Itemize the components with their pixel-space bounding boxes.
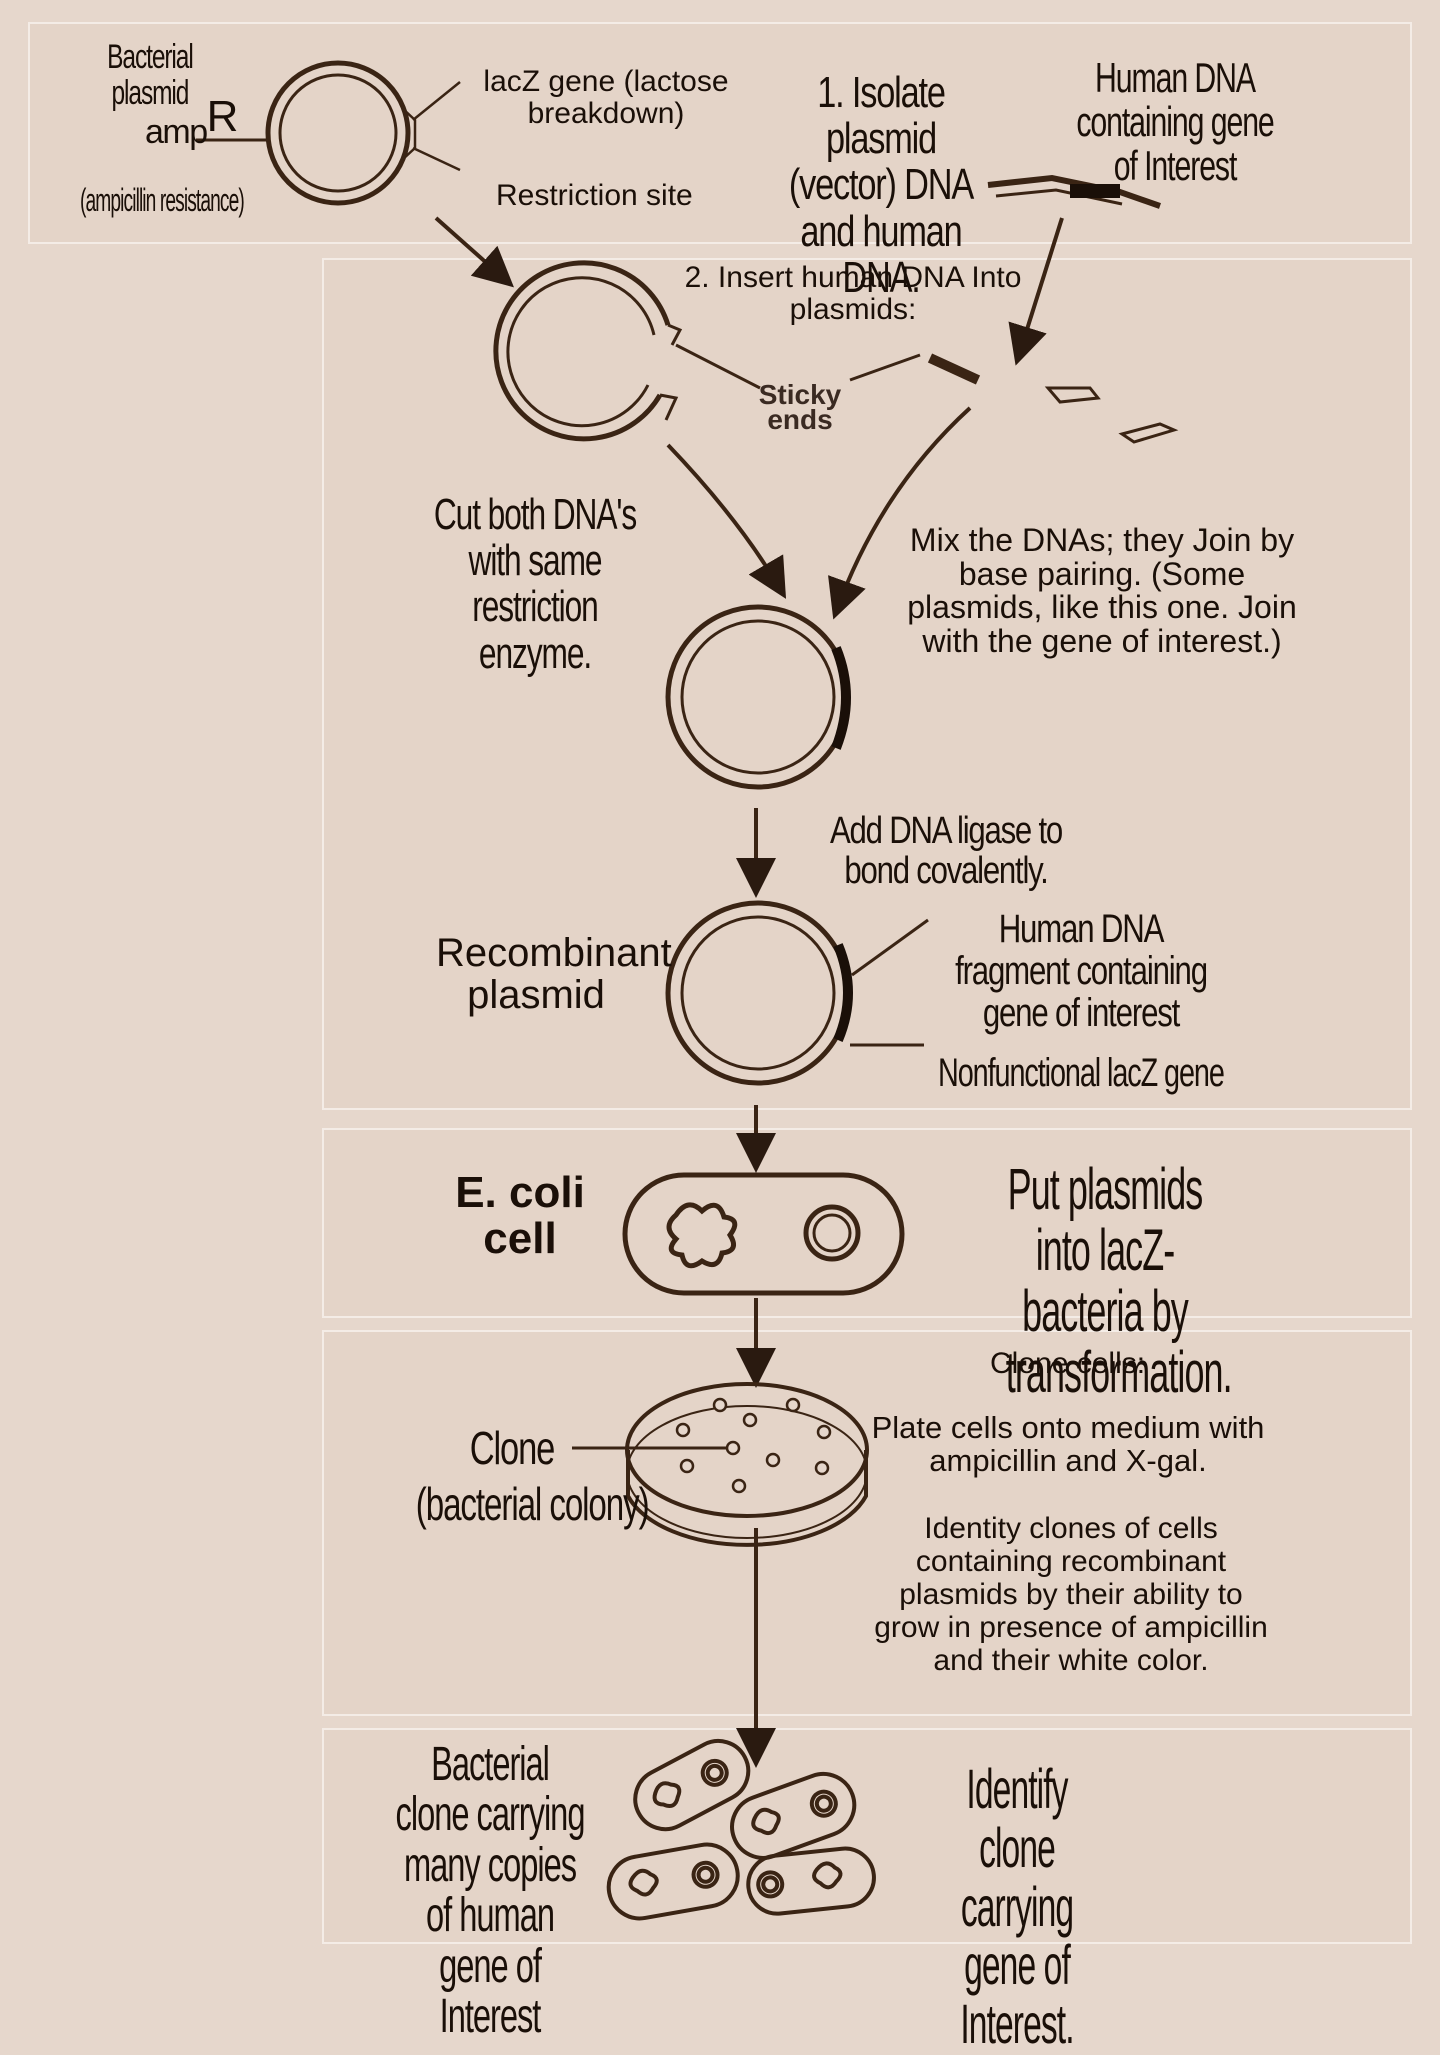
step4-panel <box>322 1330 1412 1716</box>
step5-panel <box>322 1728 1412 1944</box>
fragment-pointer <box>851 918 929 977</box>
recombinant-plasmid-icon <box>665 900 853 1086</box>
step1-panel <box>28 22 1412 244</box>
sticky-line-left <box>675 343 761 390</box>
mix-text: Mix the DNAs; they Join by base pairing.… <box>907 522 1297 659</box>
diagram-drawing <box>196 60 1179 1921</box>
joined-plasmid-icon <box>665 604 851 790</box>
clone-cells-title: Clone cells: <box>990 1347 1146 1380</box>
step1-text: 1. Isolate plasmid (vector) DNA and huma… <box>788 68 974 302</box>
arrow-1 <box>434 216 514 288</box>
cut-human-dna-icon <box>927 353 1179 444</box>
nonfunctional-label: Nonfunctional lacZ gene <box>938 1051 1225 1095</box>
ecoli-label: E. coli cell <box>455 1168 585 1264</box>
step2-panel <box>322 258 1412 1110</box>
human-dna-label: Human DNA containing gene of Interest <box>1076 54 1274 190</box>
arrow-dna-to-mix <box>828 406 972 620</box>
bacterial-clones-icon <box>606 1738 876 1921</box>
colony-label: (bacterial colony) <box>415 1478 650 1530</box>
arrow-plasmid-to-mix <box>666 443 787 599</box>
step3-panel <box>322 1128 1412 1318</box>
carrying-text: Bacterial clone carrying many copies of … <box>395 1738 586 2043</box>
sticky-line-right <box>849 353 921 382</box>
bacterial-plasmid-icon <box>196 60 461 206</box>
cut-text: Cut both DNA's with same restriction enz… <box>433 490 637 678</box>
plasmid-label: Bacterial plasmid <box>107 38 194 112</box>
fragment-label: Human DNA fragment containing gene of in… <box>955 907 1208 1035</box>
plate-text: Plate cells onto medium with ampicillin … <box>871 1410 1265 1478</box>
human-dna-fragment-icon <box>987 174 1161 209</box>
cut-plasmid-icon <box>493 260 683 442</box>
sticky-ends-label: Sticky ends <box>758 379 842 436</box>
amp-superscript: R <box>206 92 239 141</box>
lacz-label: lacZ gene (lactose breakdown) <box>483 65 729 130</box>
ligase-text: Add DNA ligase to bond covalently. <box>830 810 1063 892</box>
recombinant-label: Recombinant plasmid <box>436 931 672 1017</box>
clone-label: Clone <box>469 1422 556 1474</box>
ecoli-cell-icon <box>622 1172 905 1296</box>
colony-dots <box>675 1397 832 1494</box>
step2-title: 2. Insert human DNA Into plasmids: <box>684 261 1022 326</box>
transform-text: Put plasmids into lacZ- bacteria by tran… <box>1005 1157 1233 1405</box>
restriction-label: Restriction site <box>496 179 693 212</box>
identify-clone-text: Identify clone carrying gene of Interest… <box>960 1757 1074 2055</box>
amp-desc: (ampicillin resistance) <box>80 182 245 218</box>
petri-dish-icon <box>625 1382 869 1547</box>
arrow-human-dna <box>1008 217 1064 366</box>
amp-label: ampR <box>145 92 239 151</box>
amp-text: amp <box>145 113 208 151</box>
identify-text: Identity clones of cells containing reco… <box>874 1512 1268 1677</box>
